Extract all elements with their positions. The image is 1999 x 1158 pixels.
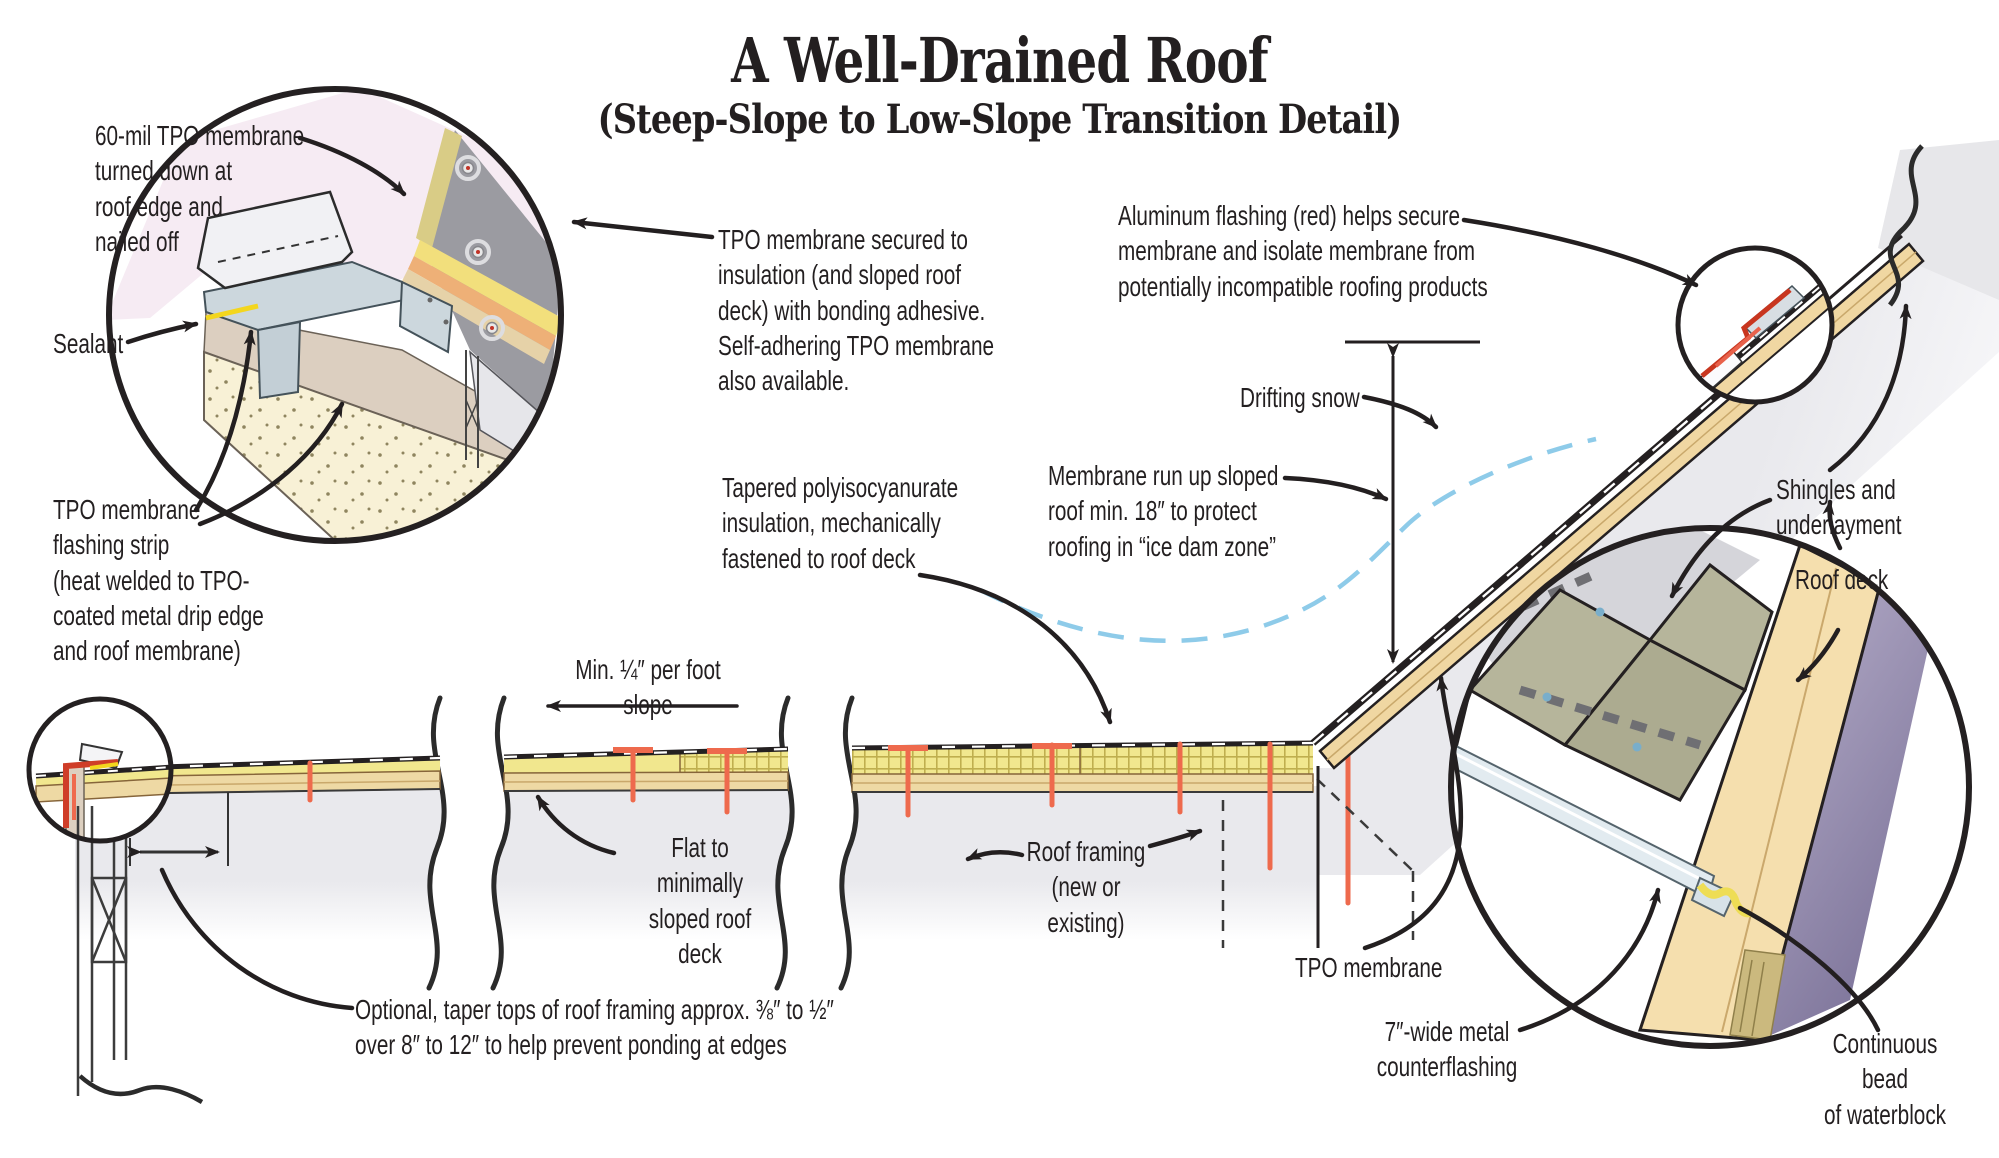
leader-counterflashing bbox=[1517, 887, 1661, 1033]
left-detail-circle bbox=[106, 86, 564, 544]
leader-shingles-2 bbox=[1669, 497, 1773, 599]
leader-flashing-strip-1 bbox=[193, 329, 256, 513]
speckled-fascia bbox=[203, 350, 538, 539]
leader-roof-framing-right bbox=[1147, 828, 1203, 849]
drifting-snow-line bbox=[978, 436, 1597, 643]
label-min-slope: Min. ¼″ per foot slope bbox=[575, 654, 721, 721]
label-flat-deck: Flat to minimally sloped roof deck bbox=[648, 832, 752, 969]
leader-drifting-snow bbox=[1361, 394, 1439, 430]
page-subtitle: (Steep-Slope to Low-Slope Transition Det… bbox=[597, 96, 1403, 143]
leader-secured bbox=[571, 217, 715, 240]
label-shingles-underlayment: Shingles and underlayment bbox=[1776, 474, 1902, 541]
low-slope-roof-assembly bbox=[99, 734, 1415, 948]
leader-membrane-run bbox=[1282, 475, 1389, 502]
shadow-region bbox=[1760, 585, 1930, 1040]
wall-break-wave bbox=[78, 1074, 204, 1104]
leader-optional bbox=[159, 867, 355, 1011]
page-title: A Well-Drained Roof bbox=[731, 24, 1268, 97]
roof-fasteners bbox=[307, 734, 1351, 906]
leader-flashing-strip-2 bbox=[197, 401, 345, 527]
edge-sealant bbox=[89, 762, 119, 770]
label-drifting-snow: Drifting snow bbox=[1240, 382, 1360, 413]
leader-roof-deck-up bbox=[1822, 499, 1843, 551]
label-sealant: Sealant bbox=[53, 328, 124, 359]
leader-tapered bbox=[917, 572, 1113, 725]
taper-dimension bbox=[127, 792, 229, 866]
edge-detail-circle bbox=[26, 696, 174, 844]
leader-roof-deck-down bbox=[1795, 627, 1841, 683]
dimension-18in bbox=[1345, 340, 1480, 664]
leader-tpo-membrane bbox=[1362, 675, 1464, 951]
leader-shingles-1 bbox=[1827, 303, 1912, 473]
label-roof-framing: Roof framing (new or existing) bbox=[1026, 836, 1146, 938]
label-membrane-secured: TPO membrane secured to insulation (and … bbox=[718, 224, 995, 397]
shingle-panel bbox=[1647, 562, 1774, 693]
sealant-bead bbox=[205, 303, 259, 321]
fastener-plates bbox=[455, 155, 505, 341]
label-flashing-strip: TPO membrane flashing strip (heat welded… bbox=[53, 494, 264, 667]
torn-edge-squiggle bbox=[1887, 144, 1924, 307]
leader-flat-deck bbox=[535, 794, 617, 856]
label-60mil-membrane: 60-mil TPO membrane turned down at roof … bbox=[95, 120, 305, 257]
leader-aluminum bbox=[1461, 217, 1699, 288]
x-brace bbox=[90, 877, 128, 963]
label-membrane-run-up: Membrane run up sloped roof min. 18″ to … bbox=[1048, 460, 1279, 562]
label-waterblock: Continuous bead of waterblock bbox=[1823, 1028, 1947, 1130]
leader-waterblock bbox=[1737, 905, 1881, 1033]
leader-roof-framing-left bbox=[965, 848, 1025, 862]
slope-flashing-circle bbox=[1675, 245, 1835, 405]
label-optional-taper: Optional, taper tops of roof framing app… bbox=[355, 994, 834, 1061]
leader-sealant bbox=[125, 320, 199, 345]
label-counterflashing: 7″-wide metal counterflashing bbox=[1376, 1016, 1518, 1083]
label-tpo-membrane: TPO membrane bbox=[1295, 952, 1443, 983]
break-lines bbox=[426, 695, 859, 991]
right-detail-circle bbox=[1448, 525, 1972, 1049]
leader-lines bbox=[125, 135, 1912, 1033]
leader-60mil bbox=[297, 135, 407, 197]
membrane-flap bbox=[196, 190, 354, 290]
hidden-framing-lines bbox=[1221, 778, 1415, 948]
label-aluminum-flashing: Aluminum flashing (red) helps secure mem… bbox=[1118, 200, 1488, 302]
left-wall-section bbox=[76, 800, 204, 1104]
edge-red-flashing bbox=[63, 759, 119, 828]
label-roof-deck: Roof deck bbox=[1795, 564, 1889, 595]
label-tapered-insulation: Tapered polyisocyanurate insulation, mec… bbox=[722, 472, 959, 574]
